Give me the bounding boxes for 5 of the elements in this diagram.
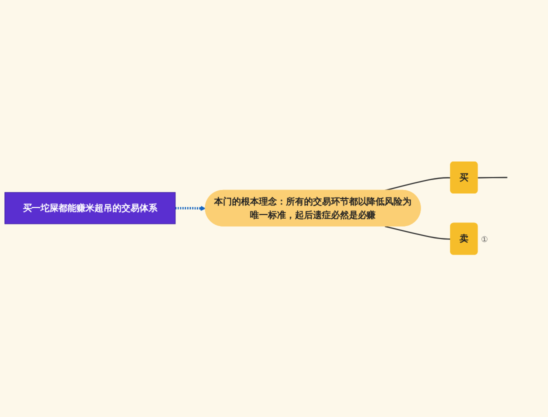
arrow: [175, 206, 206, 212]
connector: [478, 177, 508, 179]
node-box: 买一坨屎都能赚米超吊的交易体系: [4, 192, 176, 224]
connector: [384, 177, 451, 192]
connector: [384, 226, 451, 240]
